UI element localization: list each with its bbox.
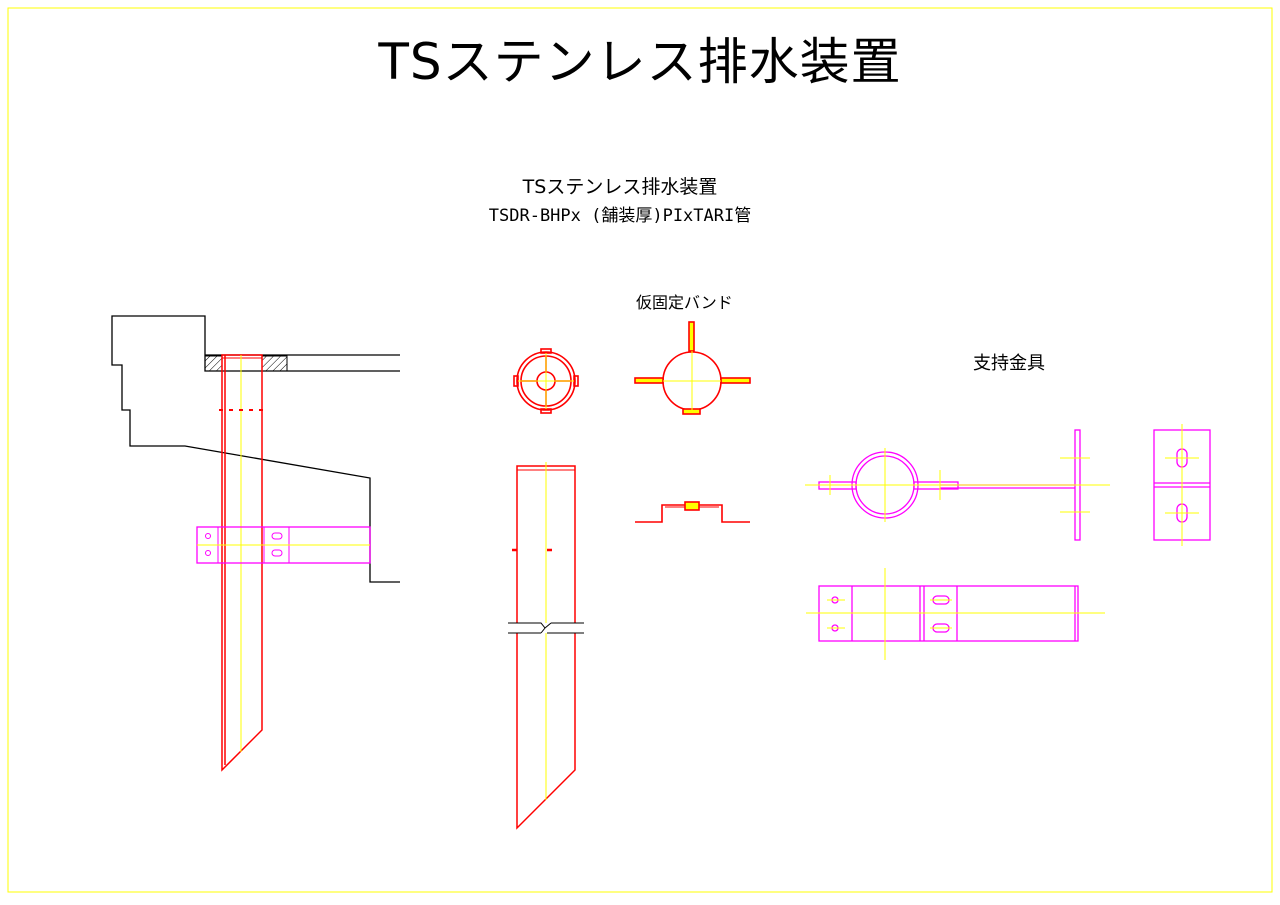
structure-outline <box>111 315 400 583</box>
support-bracket-views <box>805 424 1211 660</box>
drain-pipe <box>516 465 576 830</box>
drawing-title: TSステンレス排水装置 <box>378 33 902 91</box>
pavement-hatch <box>204 355 223 372</box>
bracket-side-view <box>1153 424 1211 546</box>
break-line <box>508 622 584 634</box>
installation-section-view <box>111 315 400 772</box>
pavement-hatch <box>261 355 288 372</box>
bracket-front-view <box>805 429 1110 541</box>
pipe-elevation-view <box>508 462 584 830</box>
temporary-band-views <box>513 321 751 523</box>
band-side-view <box>635 501 750 523</box>
model-number: TSDR-BHPx (舗装厚)PIxTARI管 <box>488 206 752 226</box>
bracket-plan-view <box>806 568 1105 660</box>
drawing-subtitle: TSステンレス排水装置 <box>522 176 718 198</box>
temporary-band-label: 仮固定バンド <box>636 293 733 312</box>
sheet-border <box>7 7 1273 893</box>
band-plan-view <box>513 348 579 414</box>
drain-pipe <box>221 354 263 772</box>
band-front-view <box>634 321 751 415</box>
support-bracket-label: 支持金具 <box>973 353 1045 374</box>
